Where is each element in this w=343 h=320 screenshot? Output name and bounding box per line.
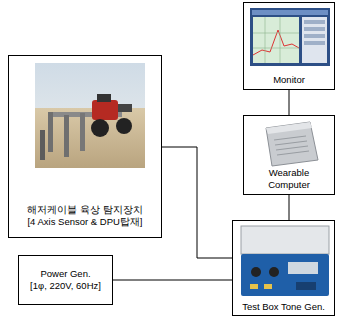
node-label: 해저케이블 육상 탐지장치 [27,204,142,216]
monitor-screenshot [250,8,330,66]
case-lid [241,226,329,254]
screen-button [304,20,325,24]
connector-path [289,90,290,115]
computer-body [266,122,318,166]
node-label: [1φ, 220V, 60Hz] [30,280,101,292]
sensor-pole [80,113,85,151]
connector-line [162,147,232,258]
node-label: Monitor [273,74,305,86]
screen-button [304,34,325,38]
tone-generator-box: Test Box Tone Gen. [232,220,335,316]
photo-sky [35,63,145,168]
connector-path [113,280,232,281]
connector-line [113,280,232,281]
case-panel [241,254,329,296]
panel-switch [250,284,258,289]
node-label: [4 Axis Sensor & DPU탑재] [27,216,142,228]
panel-knob [251,267,261,277]
screen-grid [253,33,299,34]
screen-titlebar [252,10,328,15]
wearable-computer-photo [266,122,318,166]
sensor-pole [48,112,53,152]
cart-wheel [91,119,109,137]
panel-knob [269,267,279,277]
screen-panel [302,17,327,63]
screen-grid [253,48,299,49]
power-box: Power Gen.[1φ, 220V, 60Hz] [18,255,113,305]
node-label: Wearable Computer [247,167,331,191]
connector-line [289,195,290,220]
cart-body [92,100,118,120]
screen-frame [250,8,330,66]
screen-button [304,41,325,45]
node-label: Test Box Tone Gen. [242,301,325,313]
screen-grid [265,17,266,63]
panel-switch [264,284,272,289]
connector-path [162,147,232,258]
screen-trace [253,30,299,55]
cart-seat [97,94,111,102]
panel-jack [296,282,316,290]
panel-display [288,262,318,274]
computer-top [266,122,312,134]
computer-box: Wearable Computer [243,115,335,195]
connector-line [289,90,290,115]
screen-button [304,27,325,31]
node-label: Power Gen. [40,268,90,280]
test-box-photo [241,226,329,296]
sensor-pole [64,115,69,157]
screen-plot [253,17,299,63]
sensor-pole [40,130,45,160]
connector-path [289,195,290,220]
monitor-box: Monitor [243,2,335,90]
detector-photo [35,63,145,168]
cart-handle [118,104,132,112]
screen-grid [280,17,281,63]
cart-wheel [116,118,132,134]
device-box: 해저케이블 육상 탐지장치[4 Axis Sensor & DPU탑재] [8,55,162,238]
photo-sand [35,108,145,168]
